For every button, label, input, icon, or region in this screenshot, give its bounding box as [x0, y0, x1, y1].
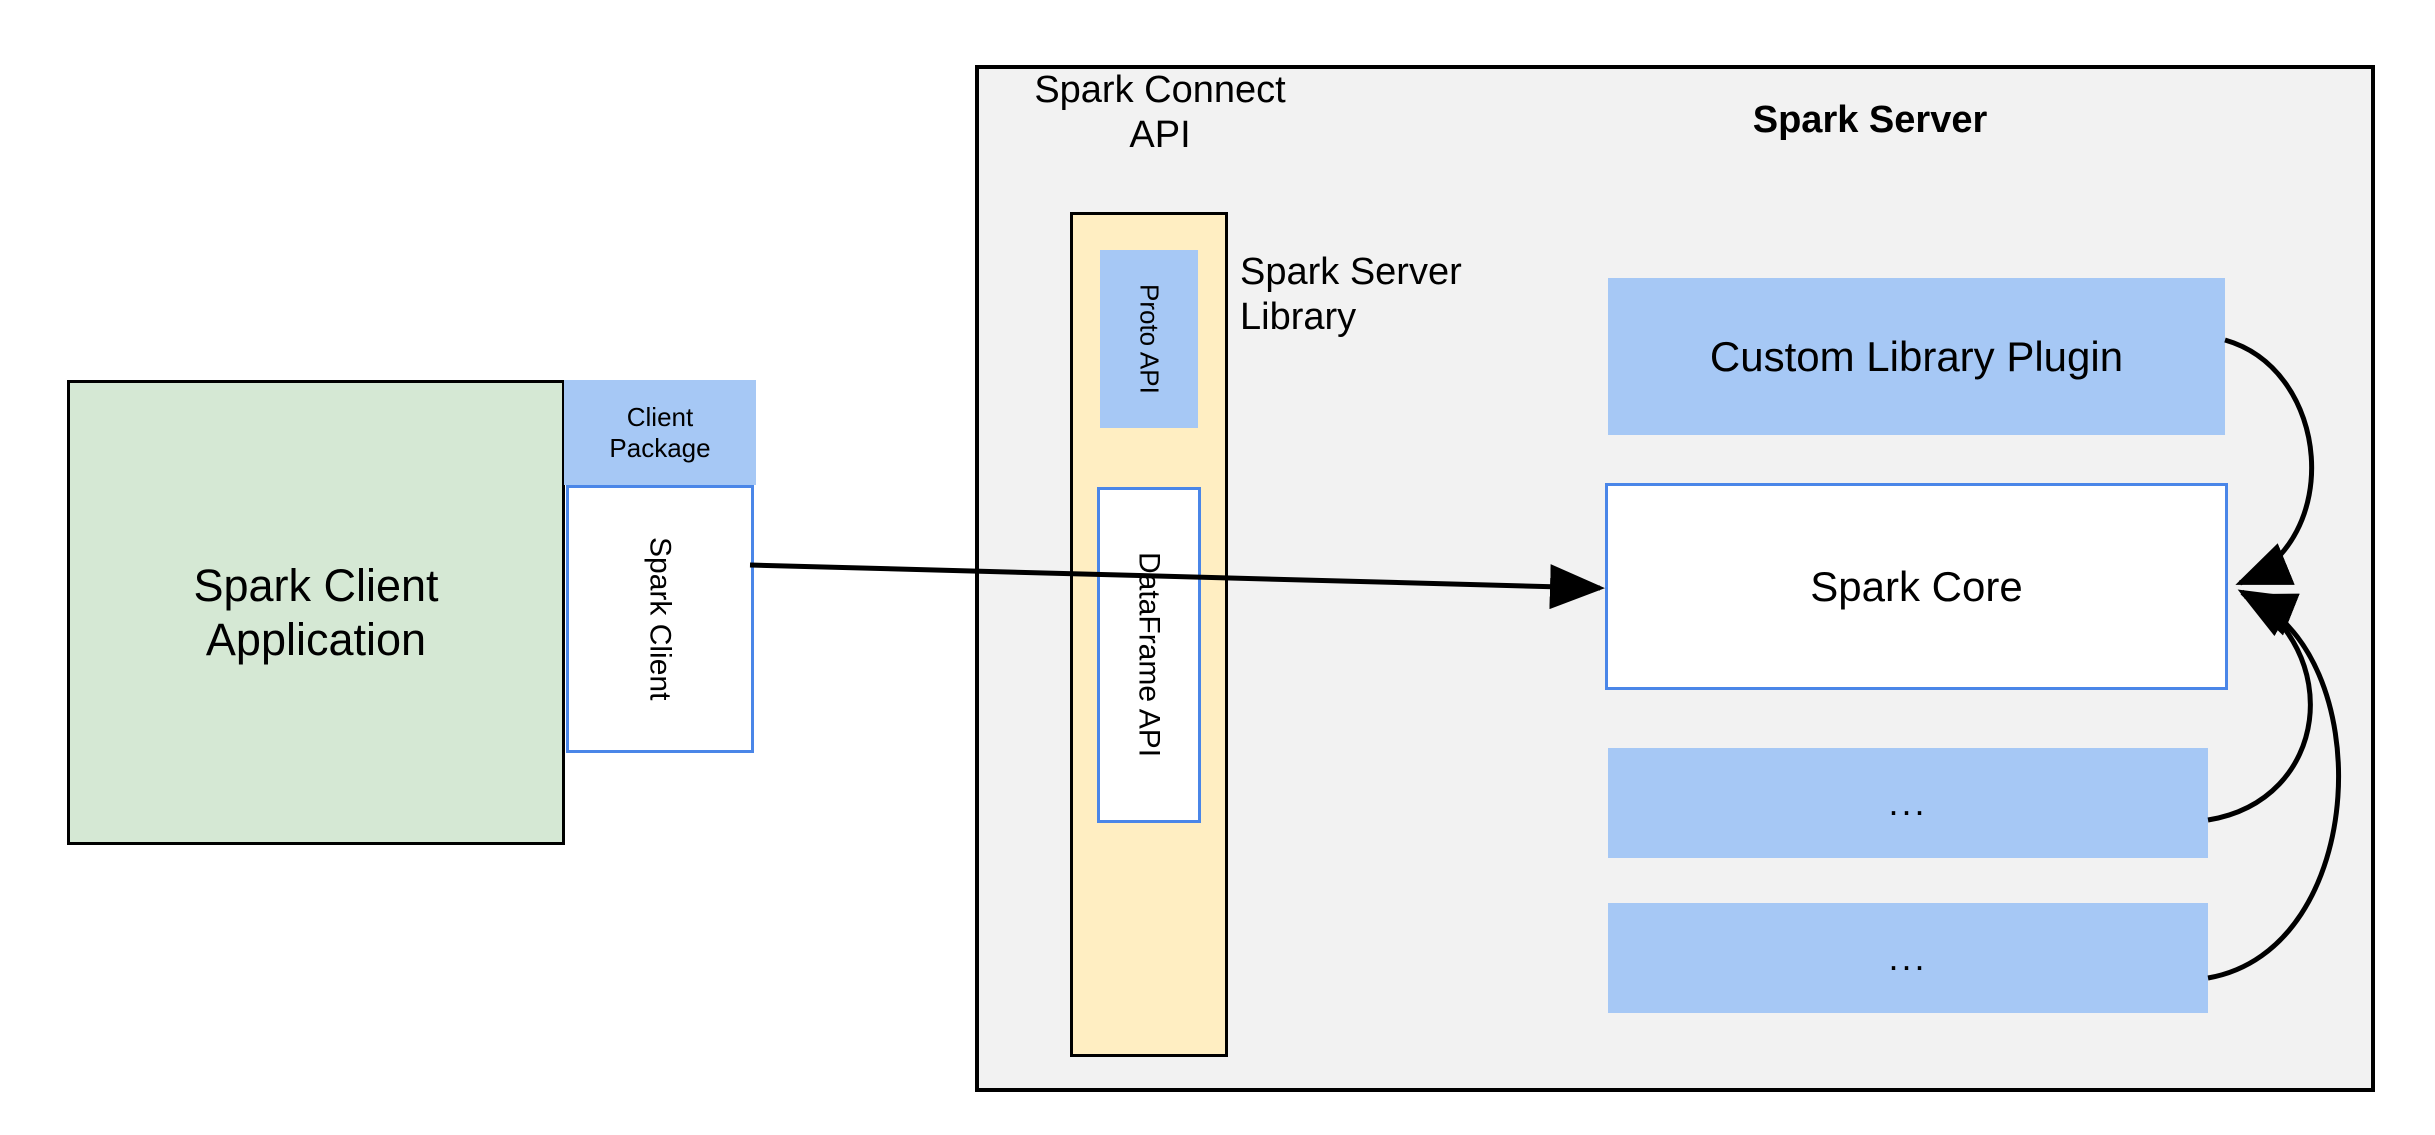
client-package-line-2: Package [609, 432, 711, 463]
spark-server-title: Spark Server [1752, 98, 1988, 141]
additional-component-label-1: ... [1888, 781, 1928, 823]
spark-connect-api-label: Spark Connect API [1010, 68, 1310, 158]
spark-client-application-box[interactable]: Spark Client Application [67, 380, 565, 845]
spark-client-label: Spark Client [643, 537, 677, 701]
additional-component-label-2: ... [1888, 936, 1928, 978]
connect-api-line-2: API [1129, 113, 1191, 156]
client-app-line-2: Application [205, 613, 427, 665]
server-library-line-2: Library [1240, 295, 1357, 338]
client-app-line-1: Spark Client [193, 560, 439, 612]
connect-api-line-1: Spark Connect [1034, 69, 1286, 111]
spark-core-label: Spark Core [1810, 562, 2023, 610]
dataframe-api-label: DataFrame API [1132, 552, 1166, 758]
client-package-label: Client Package [609, 402, 710, 463]
additional-component-box-2[interactable]: ... [1608, 903, 2208, 1013]
client-package-box[interactable]: Client Package [564, 380, 756, 485]
dataframe-api-box[interactable]: DataFrame API [1097, 487, 1201, 823]
spark-client-application-label: Spark Client Application [193, 559, 438, 665]
custom-library-plugin-box[interactable]: Custom Library Plugin [1608, 278, 2225, 435]
spark-server-library-label: Spark Server Library [1240, 250, 1560, 340]
spark-core-box[interactable]: Spark Core [1605, 483, 2228, 690]
additional-component-box-1[interactable]: ... [1608, 748, 2208, 858]
proto-api-box[interactable]: Proto API [1100, 250, 1198, 428]
spark-client-box[interactable]: Spark Client [566, 485, 754, 753]
client-package-line-1: Client [626, 401, 694, 432]
proto-api-label: Proto API [1134, 284, 1165, 394]
server-library-line-1: Spark Server [1240, 251, 1462, 293]
custom-library-plugin-label: Custom Library Plugin [1709, 332, 2124, 380]
